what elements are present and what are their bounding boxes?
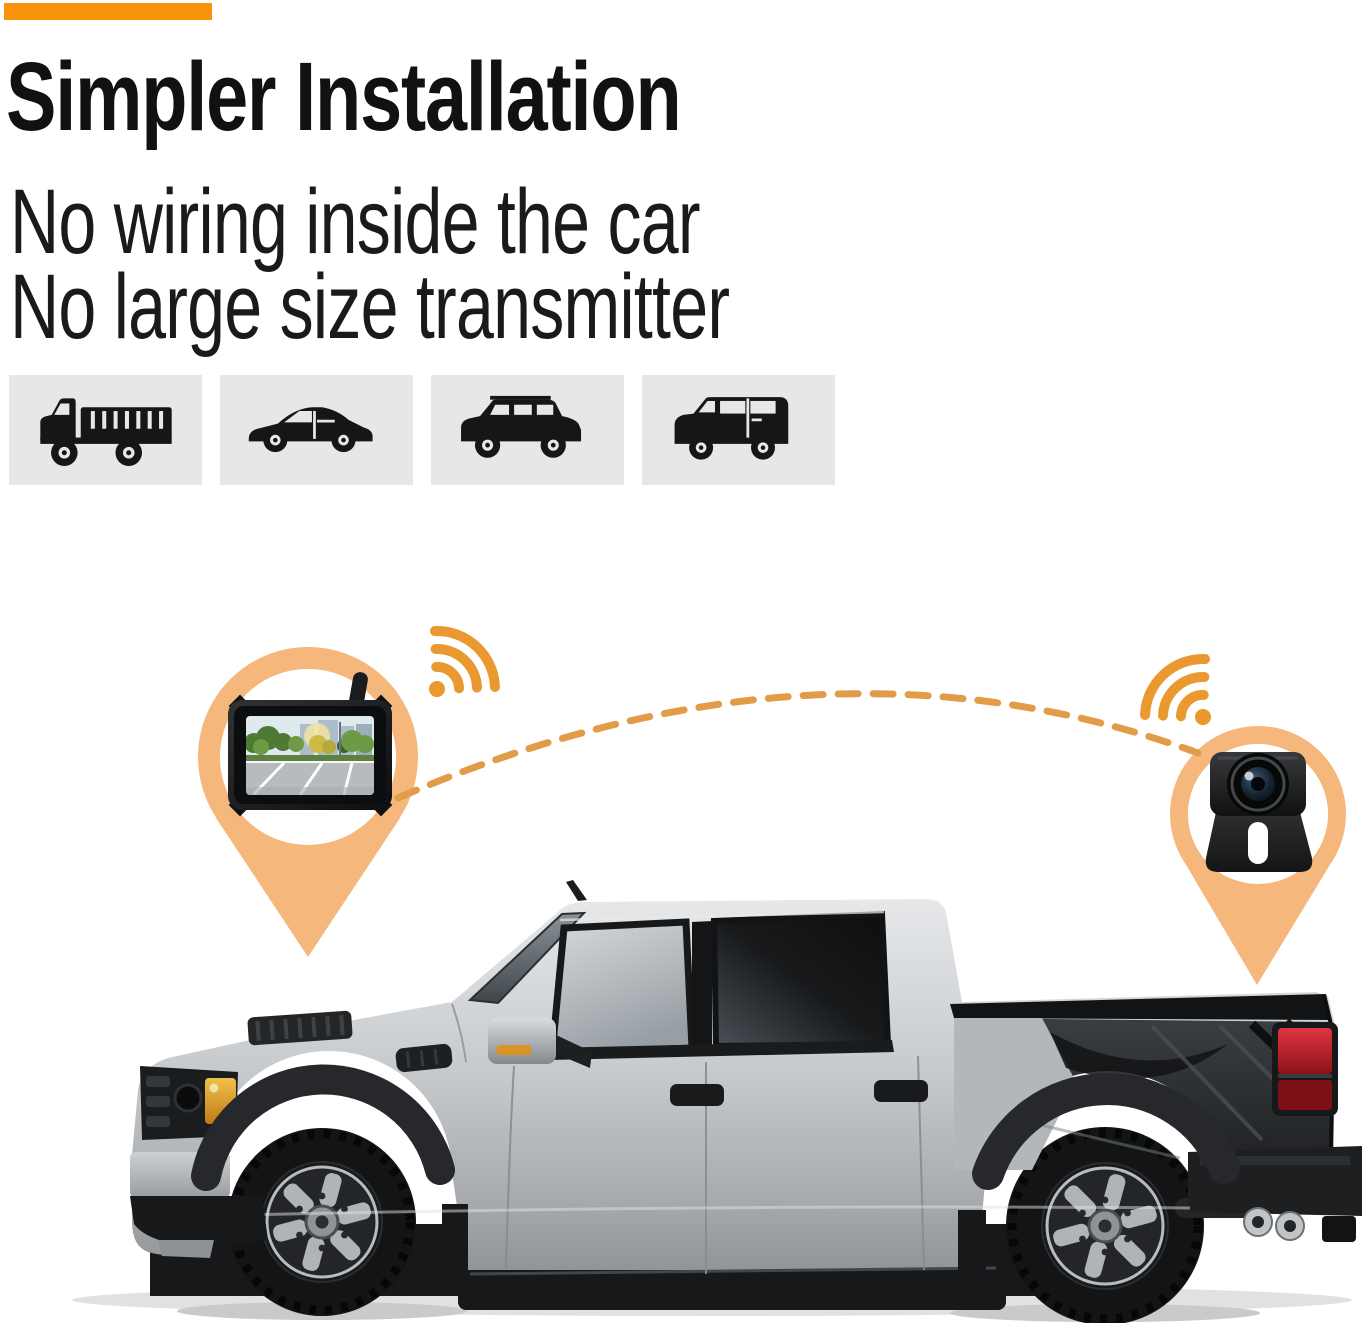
vehicle-tile-van xyxy=(642,375,835,485)
truck-body xyxy=(132,899,1336,1282)
rear-mudguard xyxy=(958,1210,986,1300)
pin-ring xyxy=(198,647,418,867)
fender-flare-front xyxy=(191,1064,455,1191)
door-handle-front xyxy=(670,1084,724,1106)
side-mirror xyxy=(488,1018,592,1068)
vehicle-tile-truck xyxy=(9,375,202,485)
vehicle-tile-car xyxy=(220,375,413,485)
pickup-truck-photo xyxy=(72,880,1362,1323)
subtitle-line-2: No large size transmitter xyxy=(10,256,730,358)
body-crease xyxy=(199,1205,1191,1218)
door-handle-rear xyxy=(874,1080,928,1102)
page-title: Simpler Installation xyxy=(6,42,682,151)
door-details xyxy=(199,1003,1191,1274)
bed-rail xyxy=(950,994,1332,1020)
screen-trees xyxy=(246,726,374,755)
screen-hedge xyxy=(246,755,374,761)
camera-lens xyxy=(1227,753,1289,815)
exhaust-tips xyxy=(1243,1207,1305,1241)
wifi-signal-left xyxy=(429,626,500,697)
b-pillar xyxy=(692,921,712,1048)
monitor xyxy=(228,672,393,817)
front-air-dam xyxy=(130,1196,268,1248)
pin-ring xyxy=(1170,726,1346,902)
minivan-icon xyxy=(674,397,788,460)
window-sill xyxy=(548,1040,894,1060)
bracket-slot xyxy=(1248,822,1268,864)
bed-graphic xyxy=(954,1018,1335,1170)
accent-bar xyxy=(4,3,212,20)
wifi-signal-right xyxy=(1140,654,1211,725)
step-edge xyxy=(469,1266,997,1276)
wireless-dashed-link xyxy=(394,690,1202,802)
fender-flare-rear xyxy=(972,1073,1240,1190)
drip-rail xyxy=(559,910,885,922)
vehicle-type-row xyxy=(0,375,860,485)
dump-truck-icon xyxy=(39,398,172,466)
wireless-diagram xyxy=(198,626,1346,985)
grille-bars xyxy=(146,1076,170,1127)
monitor-screen xyxy=(246,716,374,795)
subtitle-line-1: No wiring inside the car xyxy=(10,171,701,273)
lens-glint xyxy=(1244,771,1254,781)
taillight xyxy=(1272,1022,1338,1116)
rocker-step xyxy=(458,1270,1006,1310)
windshield xyxy=(467,911,587,1005)
suv-icon xyxy=(460,395,581,458)
skid-plate xyxy=(158,1240,214,1258)
backup-camera xyxy=(1205,752,1313,872)
fender-vent xyxy=(395,1043,453,1073)
hood-vent xyxy=(247,1010,353,1046)
roof-antenna xyxy=(566,880,587,901)
hood-seam xyxy=(451,1003,467,1063)
rear-wheel xyxy=(1006,1127,1204,1323)
vehicle-tile-suv xyxy=(431,375,624,485)
cab-glass xyxy=(467,880,894,1060)
sports-car-icon xyxy=(248,407,373,453)
front-mudguard xyxy=(442,1204,468,1298)
